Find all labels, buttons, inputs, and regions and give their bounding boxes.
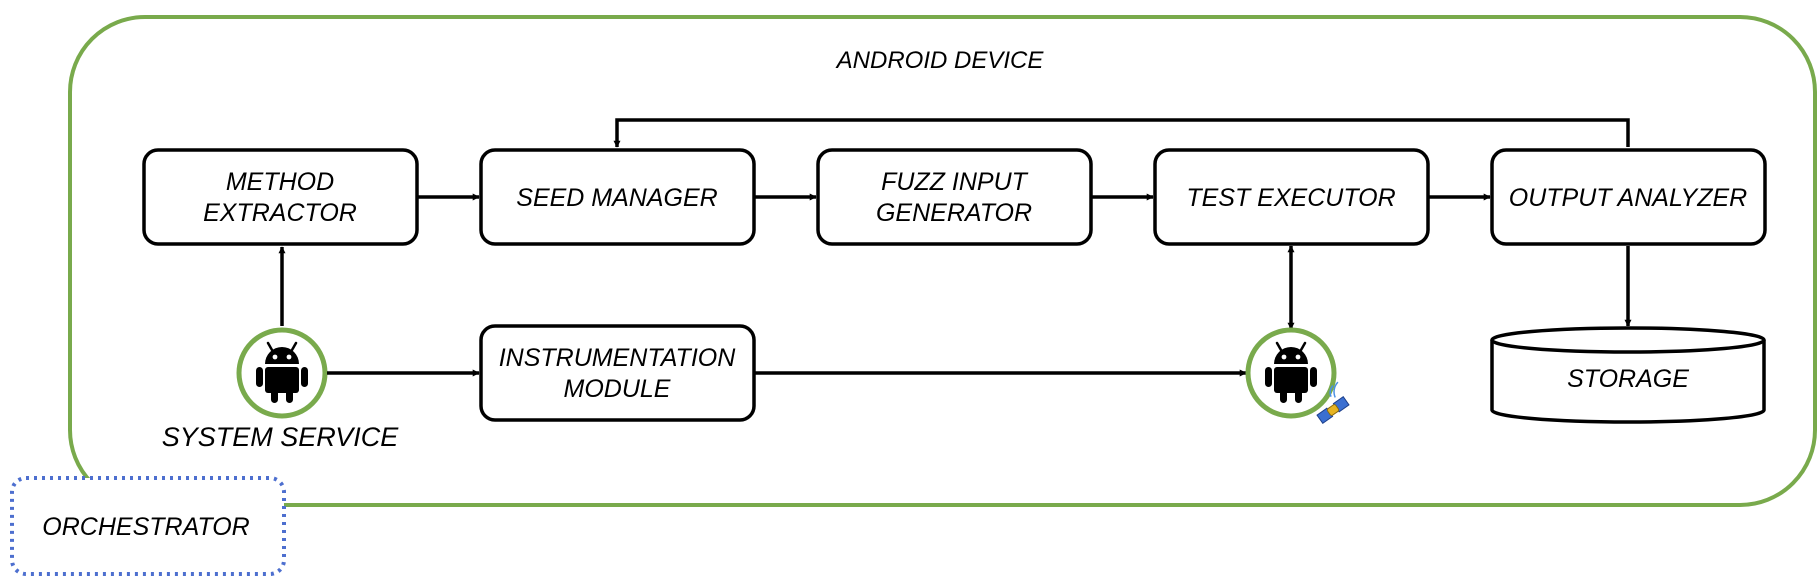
output-analyzer-box: OUTPUT ANALYZER — [1490, 148, 1767, 246]
method-extractor-box: METHOD EXTRACTOR — [142, 148, 419, 246]
instrumented-service-node — [1245, 327, 1350, 424]
android-device-label: ANDROID DEVICE — [835, 47, 1045, 74]
system-service-label: SYSTEM SERVICE — [162, 422, 400, 452]
test-executor-box: TEST EXECUTOR — [1153, 148, 1430, 246]
storage-cylinder: STORAGE — [1490, 326, 1766, 424]
seed-manager-box: SEED MANAGER — [479, 148, 756, 246]
feedback-arrow — [613, 118, 1630, 148]
test-executor-label: TEST EXECUTOR — [1186, 184, 1395, 212]
orchestrator-label: ORCHESTRATOR — [42, 513, 249, 541]
system-service-node: SYSTEM SERVICE — [162, 327, 400, 452]
satellite-icon — [1316, 381, 1350, 424]
instrumentation-module-line2: MODULE — [564, 375, 671, 403]
fuzz-input-generator-box: FUZZ INPUT GENERATOR — [816, 148, 1093, 246]
instrumentation-module-box: INSTRUMENTATION MODULE — [479, 324, 756, 422]
android-device-container — [68, 15, 1817, 507]
fuzz-input-generator-line1: FUZZ INPUT — [881, 168, 1029, 196]
instrumentation-module-line1: INSTRUMENTATION — [499, 344, 737, 372]
output-analyzer-label: OUTPUT ANALYZER — [1509, 184, 1747, 212]
storage-label: STORAGE — [1567, 365, 1689, 393]
seed-manager-label: SEED MANAGER — [516, 184, 717, 212]
orchestrator-box: ORCHESTRATOR — [10, 476, 286, 576]
method-extractor-line2: EXTRACTOR — [203, 199, 357, 227]
fuzz-input-generator-line2: GENERATOR — [876, 199, 1032, 227]
method-extractor-line1: METHOD — [226, 168, 334, 196]
